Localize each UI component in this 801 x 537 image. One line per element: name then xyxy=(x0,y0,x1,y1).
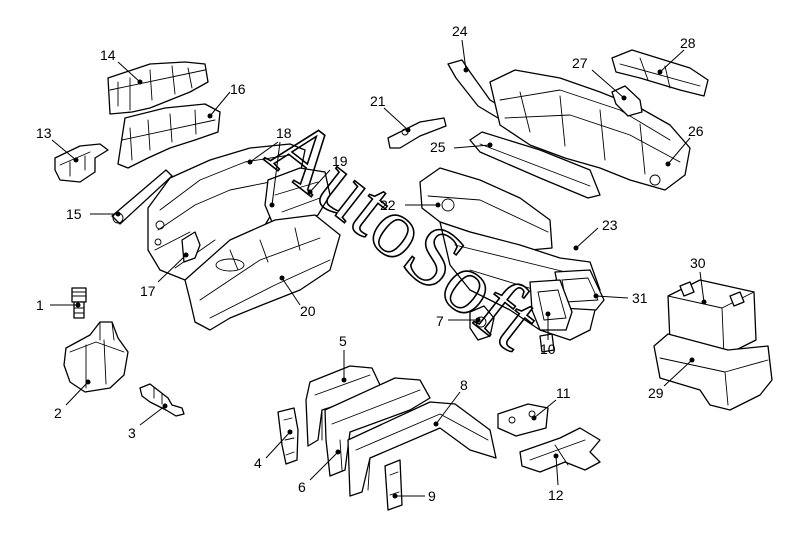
callout-17: 17 xyxy=(140,283,156,299)
part-20-side-member-floor xyxy=(184,214,341,331)
part-7-fitting xyxy=(469,305,495,341)
callout-31: 31 xyxy=(632,290,648,306)
callout-30: 30 xyxy=(690,255,706,271)
part-3-sensor xyxy=(139,383,185,417)
callout-10: 10 xyxy=(540,341,556,357)
part-8-longitudinal-member xyxy=(347,401,497,497)
part-25-long-rail xyxy=(469,131,601,199)
callout-7: 7 xyxy=(436,313,444,329)
callout-labels: 1 2 3 4 5 6 7 8 9 10 11 12 13 14 15 16 1… xyxy=(36,23,706,504)
part-12-cross-member xyxy=(519,427,601,473)
callout-16: 16 xyxy=(230,81,246,97)
part-4-vertical-bracket xyxy=(277,407,299,465)
part-6-longitudinal-member xyxy=(324,377,431,477)
part-19-inner-panel xyxy=(264,167,331,226)
callout-22: 22 xyxy=(380,197,396,213)
callout-27: 27 xyxy=(572,55,588,71)
callout-18: 18 xyxy=(276,125,292,141)
part-16-wheelhouse-lower-panel xyxy=(117,103,221,169)
callout-4: 4 xyxy=(254,455,262,471)
callout-23: 23 xyxy=(602,217,618,233)
part-30-battery xyxy=(667,279,757,357)
callout-29: 29 xyxy=(648,385,664,401)
part-26-dash-panel xyxy=(489,69,691,191)
callout-26: 26 xyxy=(688,123,704,139)
part-29-battery-tray xyxy=(653,333,773,411)
callout-25: 25 xyxy=(430,139,446,155)
callout-15: 15 xyxy=(66,206,82,222)
callout-5: 5 xyxy=(339,333,347,349)
callout-19: 19 xyxy=(332,153,348,169)
callout-8: 8 xyxy=(460,377,468,393)
callout-9: 9 xyxy=(428,488,436,504)
callout-11: 11 xyxy=(556,385,571,401)
callout-13: 13 xyxy=(36,125,52,141)
part-1-bolt xyxy=(71,287,87,319)
callout-20: 20 xyxy=(300,303,316,319)
callout-28: 28 xyxy=(680,35,696,51)
part-9-small-plate xyxy=(384,459,403,511)
callout-1: 1 xyxy=(36,297,44,313)
part-31-gasket xyxy=(529,269,605,331)
callout-14: 14 xyxy=(100,47,116,63)
callout-24: 24 xyxy=(452,23,468,39)
callout-6: 6 xyxy=(298,479,306,495)
callout-21: 21 xyxy=(370,93,386,109)
part-22-bulkhead xyxy=(419,167,553,251)
part-15-strut-rod xyxy=(111,169,173,225)
callout-2: 2 xyxy=(54,405,62,421)
part-2-engine-mount xyxy=(63,321,129,393)
part-11-plate xyxy=(497,403,549,437)
callout-12: 12 xyxy=(548,487,564,503)
leader-lines xyxy=(50,39,707,499)
callout-3: 3 xyxy=(128,425,136,441)
